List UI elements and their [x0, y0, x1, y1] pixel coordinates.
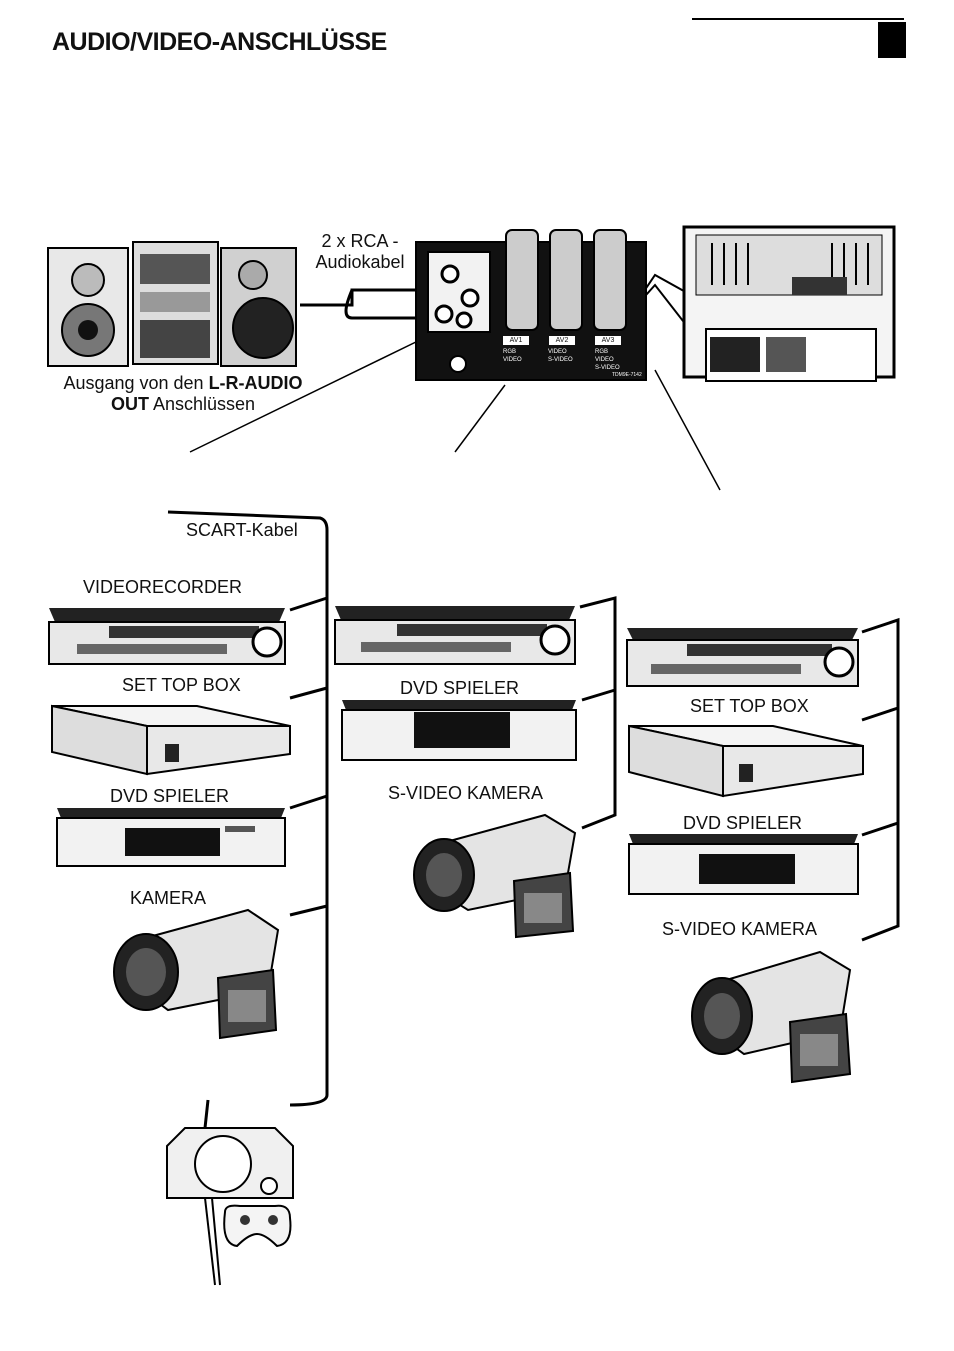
col3-set-top-box-illustration: [625, 724, 865, 798]
av2-video-label: VIDEO: [548, 348, 573, 356]
av2-port-label: AV2: [549, 336, 575, 345]
av3-rgb-label: RGB: [595, 348, 620, 356]
col3-set-top-box-label: SET TOP BOX: [690, 696, 809, 717]
col3-svideo-camera-label: S-VIDEO KAMERA: [662, 919, 817, 940]
scart-cable-label: SCART-Kabel: [186, 520, 298, 541]
model-number: TDM9E-7142: [612, 372, 642, 378]
col3-dvd-illustration: [627, 832, 860, 896]
audio-out-bold1: L-R-AUDIO: [209, 373, 303, 393]
av3-port-label: AV3: [595, 336, 621, 345]
av1-port-label: AV1: [503, 336, 529, 345]
col2-svideo-camera-illustration: [410, 805, 585, 940]
rca-cable-label-line1: 2 x RCA -: [305, 231, 415, 252]
col1-videorecorder-illustration: [47, 604, 287, 666]
col2-dvd-illustration: [340, 698, 578, 764]
col2-svideo-camera-label: S-VIDEO KAMERA: [388, 783, 543, 804]
av3-svideo-label: S-VIDEO: [595, 364, 620, 372]
col3-videorecorder-illustration: [625, 626, 860, 688]
av2-svideo-label: S-VIDEO: [548, 356, 573, 364]
tv-back-illustration: [682, 225, 897, 390]
col1-set-top-box-illustration: [47, 704, 292, 776]
av1-video-label: VIDEO: [503, 356, 522, 364]
col1-set-top-box-label: SET TOP BOX: [122, 675, 241, 696]
audio-out-label: Ausgang von den L-R-AUDIO OUT Anschlüsse…: [50, 373, 316, 415]
game-console-illustration: [165, 1126, 295, 1256]
col3-dvd-label: DVD SPIELER: [683, 813, 802, 834]
col1-videorecorder-label: VIDEORECORDER: [83, 577, 242, 598]
av3-video-label: VIDEO: [595, 356, 620, 364]
col1-dvd-label: DVD SPIELER: [110, 786, 229, 807]
audio-out-bold2: OUT: [111, 394, 149, 414]
col2-dvd-label: DVD SPIELER: [400, 678, 519, 699]
col3-svideo-camera-illustration: [688, 942, 858, 1084]
audio-out-suffix: Anschlüssen: [149, 394, 255, 414]
audio-out-prefix: Ausgang von den: [63, 373, 208, 393]
rca-cable-label-line2: Audiokabel: [305, 252, 415, 273]
col1-dvd-illustration: [55, 806, 287, 868]
col2-videorecorder-illustration: [333, 604, 577, 666]
av1-rgb-label: RGB: [503, 348, 522, 356]
hifi-system-illustration: [48, 240, 298, 368]
col1-camera-illustration: [108, 900, 288, 1040]
rca-cable-label: 2 x RCA - Audiokabel: [305, 231, 415, 273]
